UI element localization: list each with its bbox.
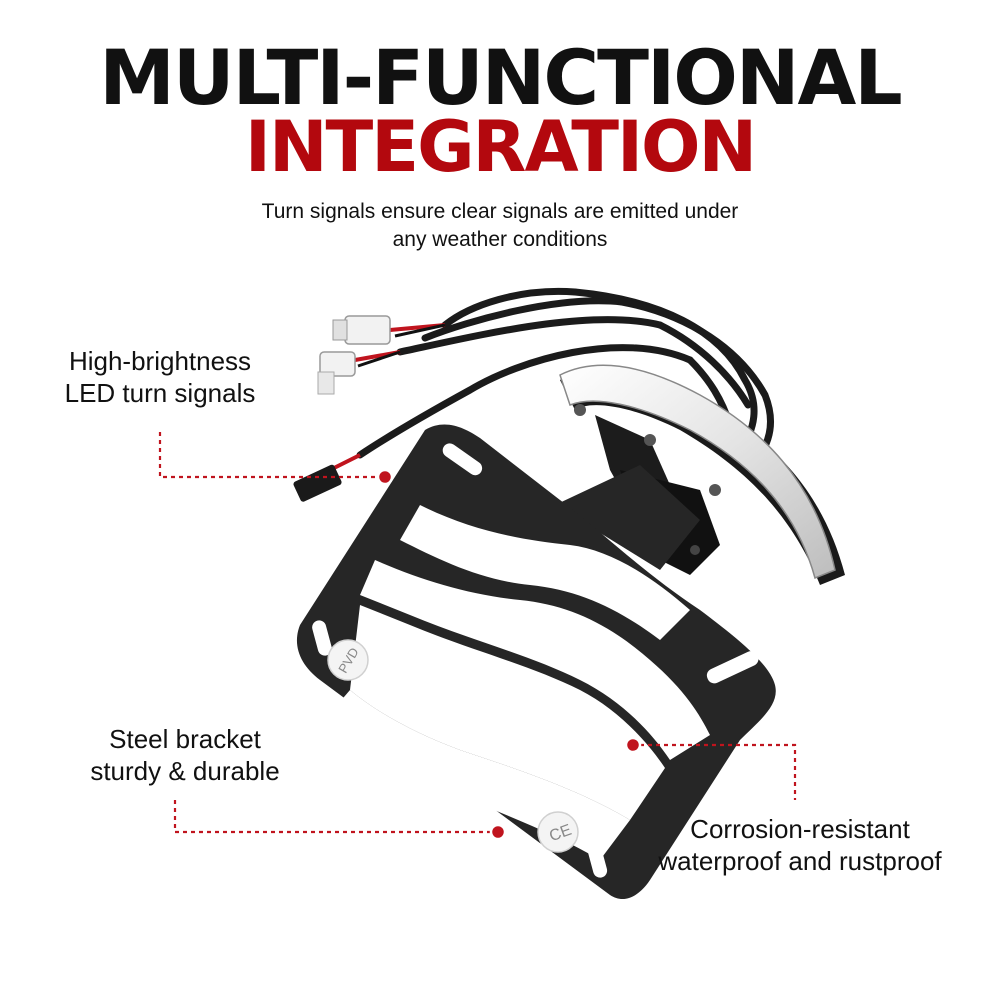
leader-steel (173, 800, 492, 834)
callout-steel-line-2: sturdy & durable (90, 756, 280, 786)
subtitle: Turn signals ensure clear signals are em… (0, 198, 1000, 254)
headline-line-2: INTEGRATION (244, 106, 757, 188)
wire-harness-icon (356, 287, 774, 459)
callout-steel-bracket: Steel bracket sturdy & durable (60, 723, 310, 787)
subtitle-line-1: Turn signals ensure clear signals are em… (261, 200, 739, 223)
callout-led-line-1: High-brightness (68, 346, 252, 376)
subtitle-line-2: any weather conditions (392, 228, 608, 251)
callout-led-line-2: LED turn signals (64, 378, 256, 408)
callout-corrosion-line-1: Corrosion-resistant (690, 814, 910, 844)
leader-corrosion (640, 743, 797, 800)
callout-leaders (158, 432, 797, 834)
callout-corrosion-resistant: Corrosion-resistant waterproof and rustp… (620, 813, 980, 877)
headline-line-1: MULTI-FUNCTIONAL (99, 33, 902, 122)
sticker-bottom-text: CE (547, 822, 574, 846)
callout-steel-line-1: Steel bracket (109, 724, 261, 754)
connector-plug-icon (293, 315, 446, 502)
compliance-stickers: PVD CE (327, 639, 579, 853)
leader-led (158, 432, 378, 479)
leader-dots (376, 468, 642, 841)
callout-corrosion-line-2: waterproof and rustproof (658, 846, 942, 876)
license-plate-bracket-icon (296, 424, 776, 900)
callout-led-turn-signals: High-brightness LED turn signals (40, 345, 280, 409)
